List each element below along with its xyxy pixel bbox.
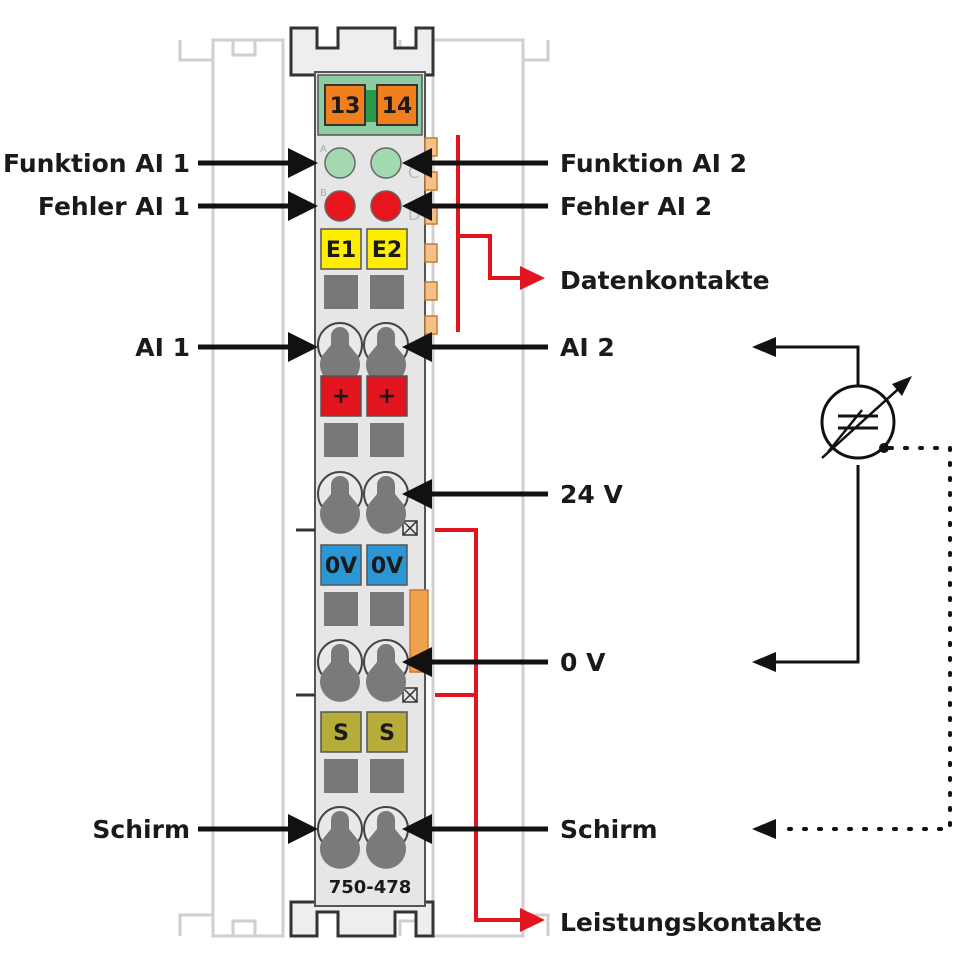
clamp-0v-left[interactable] — [317, 639, 363, 702]
datenkontakte-arrow-icon — [520, 266, 545, 290]
led-letter-b: B — [320, 188, 327, 199]
label-ai2: AI 2 — [560, 333, 615, 362]
label-fehler-ai1: Fehler AI 1 — [38, 192, 190, 221]
clamp-schirm-right[interactable] — [363, 806, 409, 869]
slot-plus-right-label: + — [378, 384, 396, 409]
slot-plus-left-label: + — [332, 384, 350, 409]
contact-markers — [402, 520, 418, 703]
clamp-24v-right[interactable] — [363, 471, 409, 534]
led-fehler-ai1 — [324, 190, 356, 222]
label-24v: 24 V — [560, 480, 623, 509]
left-arrows — [198, 148, 318, 844]
slot-s-right-label: S — [379, 721, 395, 746]
shield-dotted-wire — [784, 446, 952, 831]
label-funktion-ai1: Funktion AI 1 — [3, 149, 190, 178]
slot-s-left-label: S — [333, 721, 349, 746]
datenkontakte-bracket — [456, 135, 525, 332]
label-datenkontakte: Datenkontakte — [560, 266, 770, 295]
led-letter-c: C — [408, 163, 419, 182]
sensor-wiring — [772, 345, 860, 664]
slot-0v-left-label: 0V — [325, 554, 357, 579]
slot-e2 — [366, 228, 408, 270]
ghost-modules — [178, 38, 550, 938]
clamp-schirm-left[interactable] — [317, 806, 363, 869]
label-0v: 0 V — [560, 648, 606, 677]
sensor-arrow-bottom-icon — [752, 652, 776, 672]
led-funktion-ai2 — [370, 147, 402, 179]
slot-e1 — [320, 228, 362, 270]
sensor-symbol-icon — [820, 376, 912, 460]
io-module: 13 14 A B C D E1 E2 + + — [289, 26, 438, 938]
slot-e2-label: E2 — [372, 238, 402, 263]
top-rail-clip — [289, 26, 435, 77]
right-arrows — [402, 148, 548, 844]
model-number: 750-478 — [329, 877, 412, 898]
slot-plus-left — [320, 375, 362, 417]
slot-s-left — [320, 711, 362, 753]
clamp-ai1[interactable] — [317, 322, 363, 385]
terminal-13 — [324, 84, 366, 126]
terminal-14-label: 14 — [382, 94, 413, 119]
led-funktion-ai1 — [324, 147, 356, 179]
slot-0v-right-label: 0V — [371, 554, 403, 579]
leistungskontakte-arrow-icon — [520, 908, 545, 932]
slot-0v-right — [366, 544, 408, 586]
clamp-24v-left[interactable] — [317, 471, 363, 534]
slot-plus-right — [366, 375, 408, 417]
bottom-rail-clip — [289, 900, 435, 938]
slot-s-right — [366, 711, 408, 753]
slot-0v-left — [320, 544, 362, 586]
clamp-0v-right[interactable] — [363, 639, 409, 702]
led-letter-a: A — [320, 144, 327, 155]
leistungskontakte-bracket — [435, 528, 525, 922]
label-fehler-ai2: Fehler AI 2 — [560, 192, 712, 221]
terminal-13-label: 13 — [330, 94, 361, 119]
shield-arrow-icon — [752, 819, 776, 839]
slot-e1-label: E1 — [326, 238, 356, 263]
terminal-14 — [376, 84, 418, 126]
led-fehler-ai2 — [370, 190, 402, 222]
label-ai1: AI 1 — [135, 333, 190, 362]
label-leistungskontakte: Leistungskontakte — [560, 908, 822, 937]
label-schirm-left: Schirm — [92, 815, 190, 844]
label-schirm-right: Schirm — [560, 815, 658, 844]
label-funktion-ai2: Funktion AI 2 — [560, 149, 747, 178]
sensor-arrow-top-icon — [752, 337, 776, 357]
